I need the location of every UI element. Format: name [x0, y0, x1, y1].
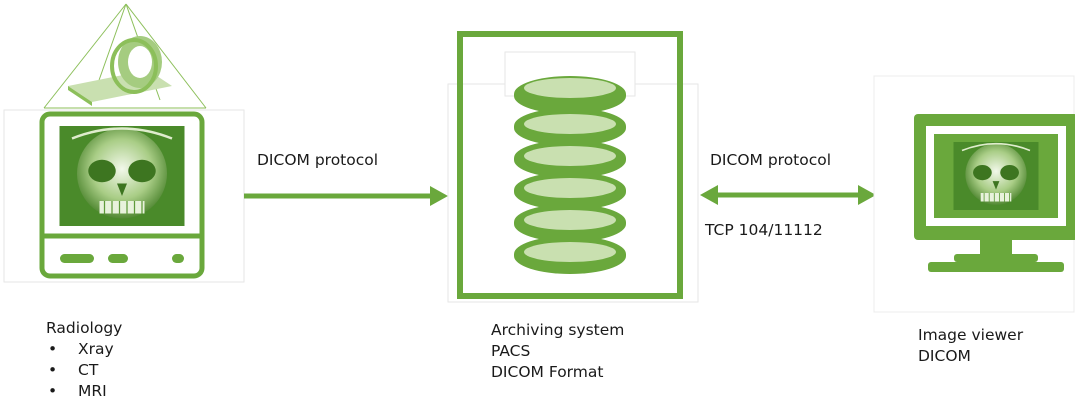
- right-protocol-label: DICOM protocol: [710, 151, 832, 169]
- modality-list: Xray CT MRI: [46, 339, 122, 402]
- radiology-scanner-icon: [3, 3, 245, 283]
- viewer-title: Image viewer: [918, 326, 1024, 344]
- archive-format: DICOM Format: [491, 363, 604, 381]
- radiology-title: Radiology: [46, 319, 123, 337]
- viewer-block: Image viewer DICOM: [918, 325, 1023, 367]
- arrow-bidirectional: [700, 185, 876, 205]
- monitor-icon: [873, 75, 1075, 313]
- viewer-format: DICOM: [918, 347, 971, 365]
- archive-block: Archiving system PACS DICOM Format: [491, 320, 624, 383]
- radiology-block: Radiology Xray CT MRI: [46, 318, 122, 402]
- modality-item: MRI: [46, 381, 122, 402]
- database-icon: [447, 31, 699, 303]
- left-protocol-label: DICOM protocol: [257, 151, 379, 169]
- ct-ring-icon: [68, 36, 172, 106]
- modality-item: Xray: [46, 339, 122, 360]
- tcp-ports-label: TCP 104/11112: [705, 221, 823, 239]
- arrow-to-archive: [244, 186, 448, 206]
- archive-title: Archiving system: [491, 321, 625, 339]
- modality-item: CT: [46, 360, 122, 381]
- archive-pacs: PACS: [491, 342, 531, 360]
